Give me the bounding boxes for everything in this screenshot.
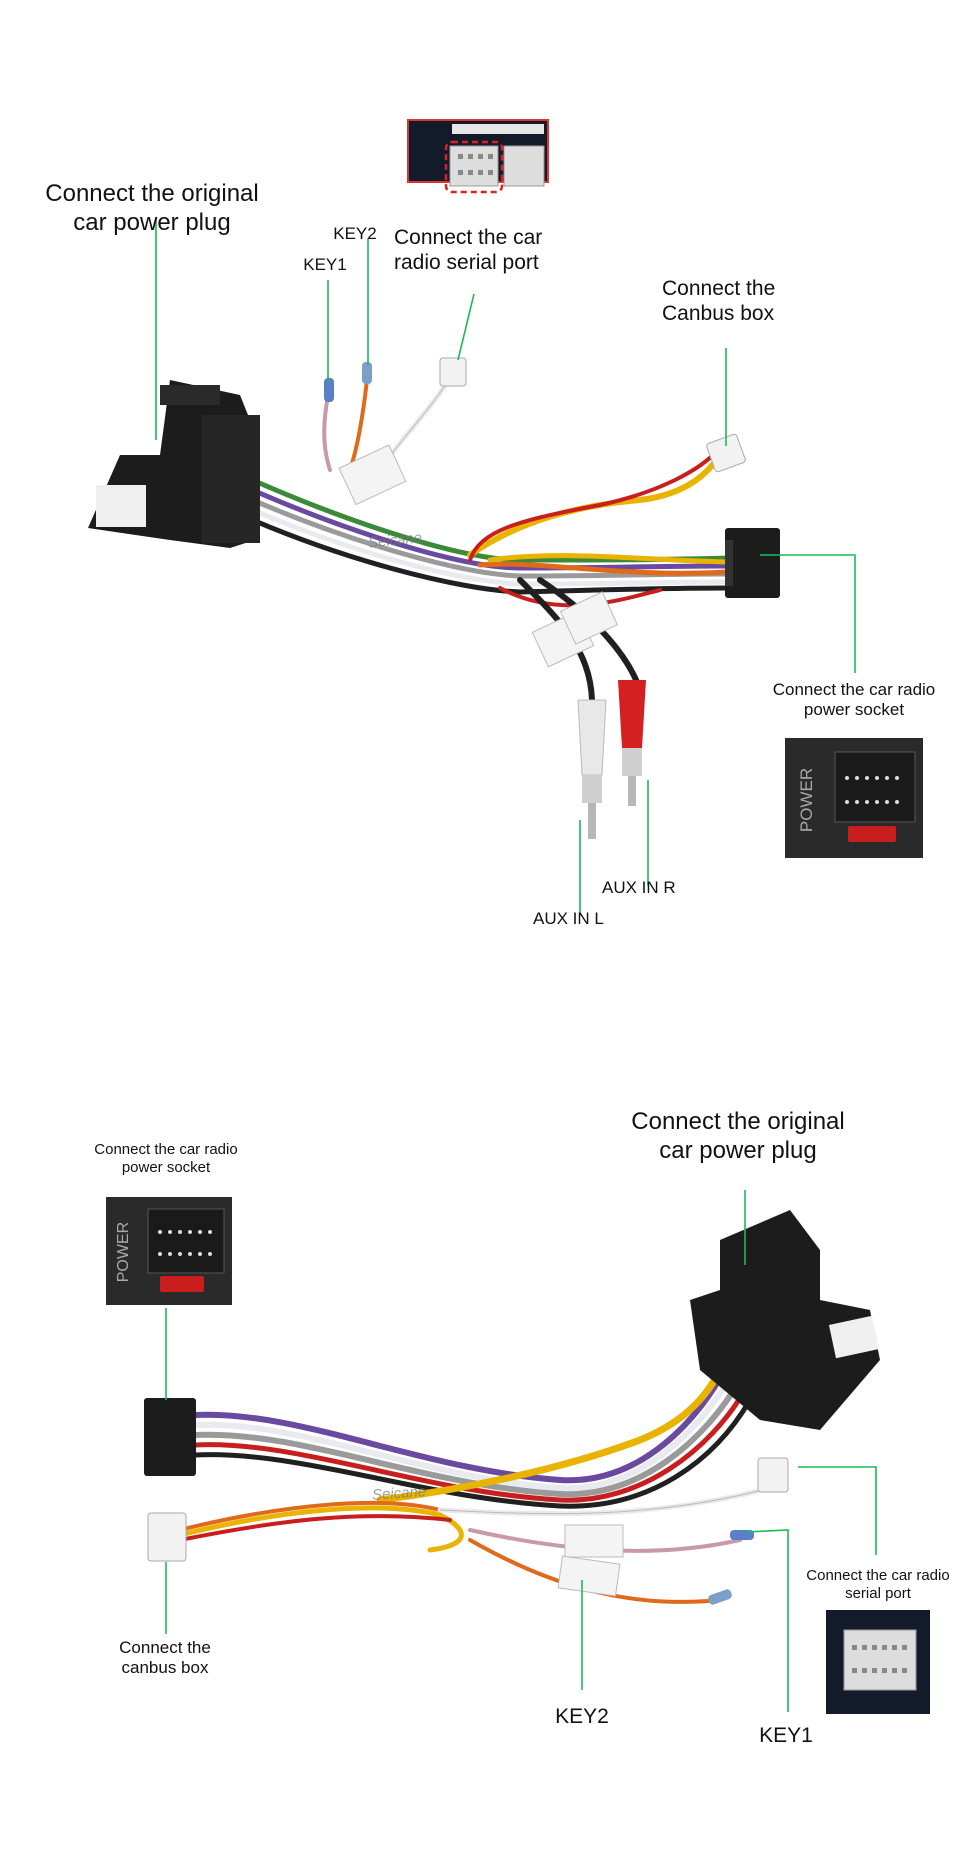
top-canbus-line1: Connect the	[662, 277, 776, 300]
top-key2-label: KEY2	[333, 224, 377, 243]
top-original-plug-label: Connect the original car power plug	[34, 180, 270, 238]
bottom-serial-port-label: Connect the car radio serial port	[798, 1567, 958, 1603]
bottom-power-socket-connector	[144, 1398, 196, 1476]
top-aux-r-label: AUX IN R	[602, 878, 676, 897]
bottom-harness: POWER	[106, 1190, 930, 1714]
bottom-key1-label: KEY1	[759, 1724, 813, 1747]
bottom-serial-port-line1: Connect the car radio	[806, 1567, 950, 1584]
top-serial-plug	[439, 357, 467, 387]
top-key2-tip	[362, 362, 372, 384]
bottom-original-plug	[690, 1210, 880, 1430]
top-serial-port-line2: radio serial port	[394, 251, 539, 275]
bottom-serial-plug	[757, 1457, 789, 1493]
top-aux-l-label: AUX IN L	[533, 909, 604, 928]
top-aux-l-rca	[577, 699, 607, 839]
bottom-watermark: Seicane	[371, 1483, 427, 1504]
bottom-key2-tip	[708, 1589, 732, 1605]
bottom-power-socket-line1: Connect the car radio	[94, 1141, 238, 1158]
top-original-plug	[88, 380, 260, 548]
top-leader-lines	[155, 218, 856, 916]
top-serial-port-inset	[407, 119, 549, 194]
top-power-socket-line2: power socket	[803, 700, 905, 720]
bottom-original-plug-label: Connect the original car power plug	[618, 1108, 858, 1166]
bottom-canbus-label: Connect the canbus box	[90, 1638, 240, 1679]
top-canbus-line2: Canbus box	[662, 302, 775, 326]
top-aux-r-rca	[618, 680, 646, 806]
bottom-wire-bundle	[177, 1357, 773, 1604]
top-power-socket-connector	[725, 528, 780, 598]
bottom-power-socket-label: Connect the car radio power socket	[66, 1141, 266, 1177]
top-serial-port-line1: Connect the car	[394, 226, 543, 249]
bottom-key2-label: KEY2	[555, 1705, 609, 1728]
bottom-canbus-line1: Connect the	[119, 1638, 211, 1657]
bottom-power-emboss: POWER	[115, 1222, 132, 1282]
bottom-canbus-line2: canbus box	[121, 1658, 209, 1678]
top-key1-label: KEY1	[303, 255, 347, 274]
top-canbus-label: Connect the Canbus box	[662, 276, 775, 326]
bottom-serial-port-inset	[826, 1610, 930, 1714]
bottom-power-socket-inset: POWER	[106, 1197, 232, 1305]
bottom-power-socket-line2: power socket	[121, 1159, 211, 1176]
bottom-original-plug-line2: car power plug	[659, 1136, 817, 1164]
top-canbus-plug	[706, 433, 746, 473]
top-original-plug-line1: Connect the original	[45, 180, 259, 207]
top-original-plug-line2: car power plug	[73, 208, 231, 236]
bottom-canbus-plug	[147, 1512, 187, 1562]
bottom-leader-lines	[165, 1190, 877, 1712]
top-harness: POWER	[88, 119, 923, 916]
top-power-emboss: POWER	[797, 768, 816, 832]
top-power-socket-inset: POWER	[785, 738, 923, 858]
top-key1-tip	[324, 378, 334, 402]
top-power-socket-label: Connect the car radio power socket	[736, 680, 972, 721]
bottom-original-plug-line1: Connect the original	[631, 1108, 845, 1135]
top-power-socket-line1: Connect the car radio	[772, 680, 936, 699]
top-wire-bundle	[227, 368, 733, 703]
top-serial-port-label: Connect the car radio serial port	[394, 225, 542, 275]
bottom-serial-port-line2: serial port	[845, 1585, 911, 1602]
